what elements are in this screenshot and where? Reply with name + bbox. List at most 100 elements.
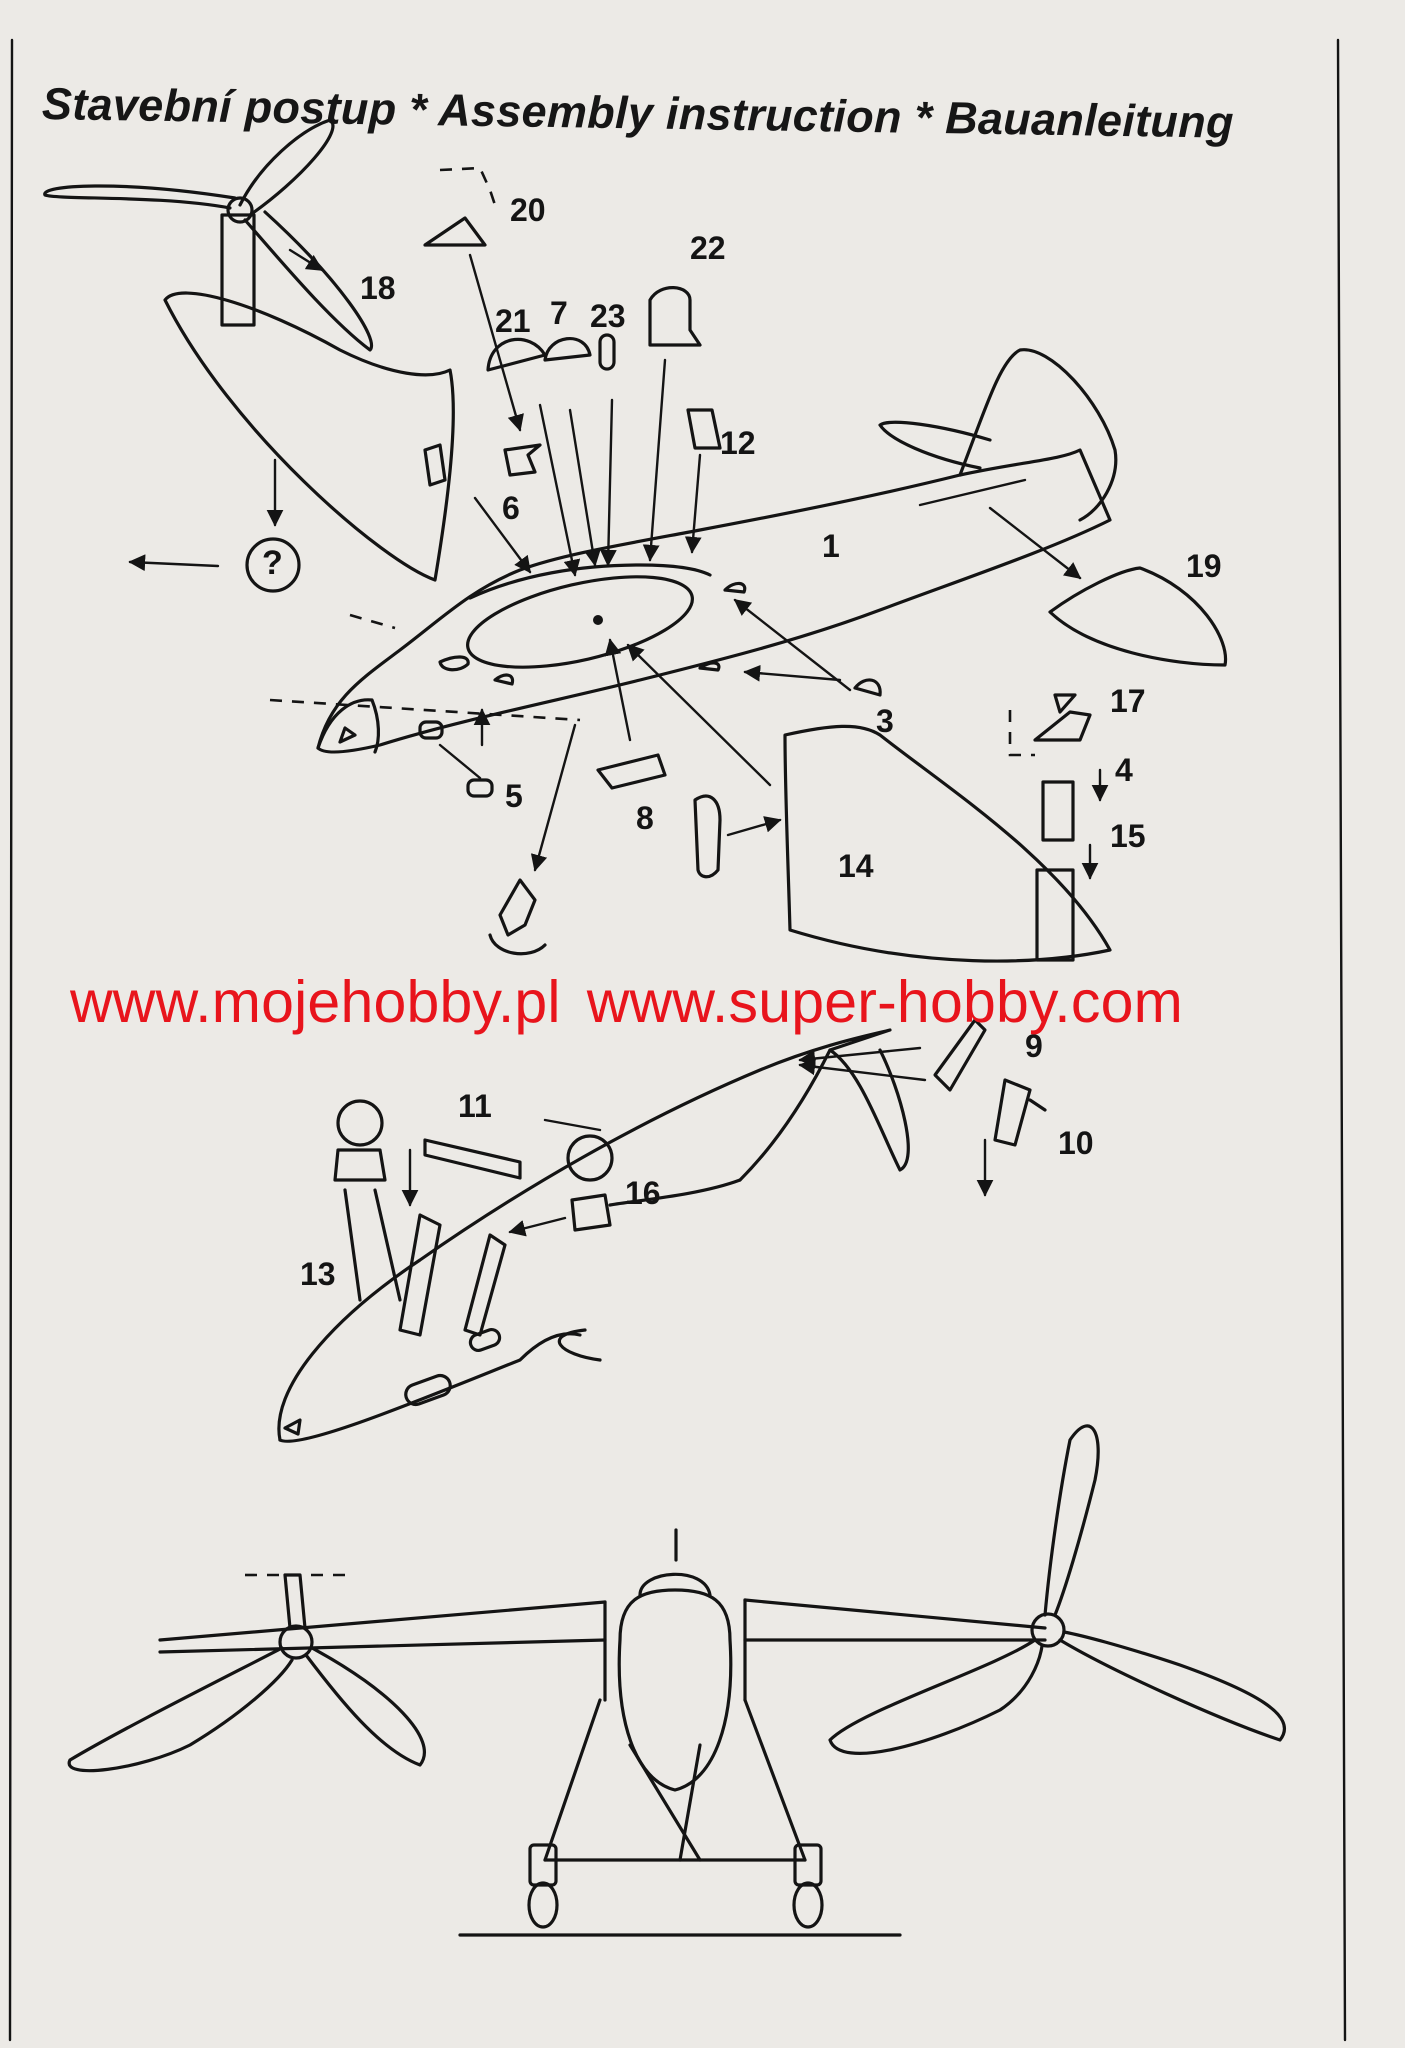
part-20 — [423, 216, 487, 247]
arrow-23 — [599, 398, 617, 567]
dash-guide-1 — [349, 613, 396, 630]
arrow-22 — [642, 358, 667, 562]
nose-intake — [338, 726, 357, 744]
watermark: www.mojehobby.pl www.super-hobby.com — [70, 968, 1209, 1036]
left-border-line — [8, 38, 14, 2042]
part-18-hub — [226, 196, 254, 224]
right-border-line — [1336, 38, 1347, 2042]
part-18-pylon — [220, 213, 256, 327]
part-18-blade-1 — [43, 184, 237, 210]
part-label-6: 6 — [502, 490, 520, 526]
right-prop-blade-2 — [828, 1638, 1044, 1755]
part-18-panel — [423, 443, 447, 487]
part-label-20: 20 — [510, 192, 546, 228]
part-22-seat — [648, 286, 702, 347]
arrow-19 — [988, 506, 1082, 580]
left-prop-mount — [283, 1573, 307, 1630]
unknown-part-mark: ? — [262, 544, 283, 582]
tail-fin — [958, 348, 1118, 522]
part-10 — [993, 1078, 1047, 1147]
wing-lower-line — [158, 1638, 1047, 1654]
arrow-12 — [684, 453, 702, 554]
wing-upper-line — [158, 1598, 1047, 1642]
tail-wheel-bay — [738, 1048, 832, 1182]
right-prop-blade-3 — [1058, 1630, 1287, 1742]
left-prop-hub — [278, 1624, 314, 1660]
nose-gear-part — [498, 878, 537, 937]
exploded-airframe — [43, 118, 1228, 963]
arrow-wing-root — [626, 643, 772, 787]
part-label-23: 23 — [590, 298, 626, 334]
nose-cone — [316, 698, 380, 754]
vent-2 — [493, 673, 515, 686]
dash-guide-2 — [269, 698, 581, 722]
part-14-door — [693, 794, 722, 879]
front-canopy — [638, 1572, 712, 1597]
arrow-9 — [798, 1046, 922, 1067]
part-6 — [503, 443, 542, 477]
gear-struts — [543, 1698, 807, 1862]
part-20-dash — [439, 166, 497, 206]
part-label-22: 22 — [690, 230, 726, 266]
arrow-16 — [508, 1216, 567, 1237]
part-17-dash — [1008, 710, 1035, 757]
part-5a — [418, 720, 444, 740]
part-18-blade-3 — [243, 210, 373, 352]
right-gear-leg — [793, 1843, 823, 1887]
part-label-17: 17 — [1110, 683, 1146, 719]
part-16-fork — [570, 1193, 612, 1232]
arrow-8 — [604, 638, 632, 742]
nose-gear-wheel-arc — [488, 933, 547, 956]
part-label-21: 21 — [495, 303, 531, 339]
part-7 — [543, 337, 592, 362]
watermark-site-1[interactable]: www.mojehobby.pl — [70, 969, 561, 1035]
part-14-wing — [783, 724, 1112, 963]
front-view — [67, 1424, 1287, 1937]
fuselage-sides — [603, 1598, 747, 1702]
part-label-5: 5 — [505, 778, 523, 814]
canopy-line — [468, 563, 712, 600]
arrow-21 — [538, 403, 581, 577]
part-13-fork — [333, 1148, 387, 1182]
part-23 — [598, 333, 616, 371]
arrow-9b — [798, 1058, 927, 1082]
part-15-block — [1041, 780, 1075, 842]
part-label-18: 18 — [360, 270, 396, 306]
undercarriage-view — [277, 1018, 1047, 1443]
part-label-1: 1 — [822, 528, 840, 564]
left-prop-blade-1 — [67, 1646, 294, 1773]
arrow-nose-gear — [530, 723, 577, 872]
arrow-7 — [568, 408, 601, 567]
vent-1 — [438, 655, 470, 672]
belly-panel — [557, 1328, 602, 1362]
lower-fuselage-outline — [277, 1028, 910, 1442]
elevator-slot — [918, 478, 1027, 507]
vent-4 — [698, 661, 721, 672]
part-9 — [933, 1018, 987, 1092]
part-13-legs — [343, 1188, 402, 1302]
part-label-11: 11 — [458, 1088, 492, 1124]
part-label-14: 14 — [838, 848, 874, 884]
arrow-18 — [288, 248, 324, 272]
aft-line — [608, 1178, 742, 1207]
right-wheel — [792, 1881, 824, 1929]
part-3 — [853, 678, 882, 697]
wing-root-oval — [466, 575, 694, 669]
part-label-13: 13 — [300, 1256, 336, 1292]
left-wheel — [527, 1881, 559, 1929]
part-15-strut — [1035, 868, 1075, 962]
unknown-part-circle — [245, 537, 301, 593]
part-19-stabilizer — [1048, 566, 1228, 667]
part-label-3: 3 — [876, 703, 894, 739]
part-11 — [423, 1138, 522, 1180]
part-label-16: 16 — [625, 1175, 661, 1211]
arrow-3b — [743, 664, 842, 682]
part-13-brace-b — [463, 1233, 507, 1337]
part-18-wing — [163, 291, 455, 582]
part-5b — [466, 778, 494, 798]
watermark-site-2[interactable]: www.super-hobby.com — [586, 969, 1183, 1035]
left-prop-blade-2 — [304, 1646, 426, 1767]
part-12 — [686, 408, 722, 450]
arrow-6 — [473, 496, 532, 574]
